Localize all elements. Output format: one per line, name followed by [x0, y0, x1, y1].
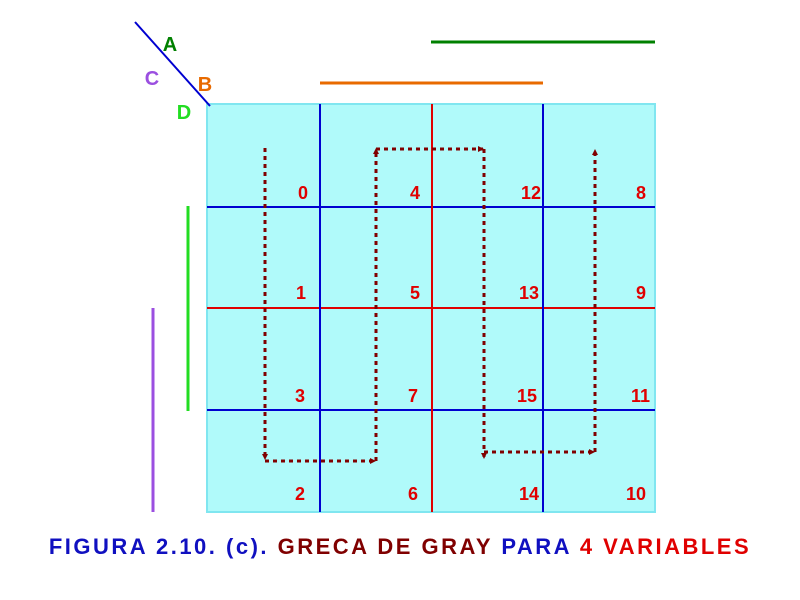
gray-path	[262, 146, 598, 464]
grid-lines	[207, 104, 655, 512]
var-a-label: A	[163, 34, 177, 56]
cell-number: 3	[295, 386, 305, 406]
var-c-label: C	[145, 68, 159, 90]
cell-number: 7	[408, 386, 418, 406]
cell-number: 15	[517, 386, 537, 406]
cell-number: 11	[631, 386, 650, 406]
cell-number: 14	[519, 484, 539, 504]
caption-variables: 4 VARIABLES	[579, 534, 752, 559]
cell-number: 1	[296, 283, 306, 303]
cell-number: 12	[521, 183, 541, 203]
cell-number: 2	[295, 484, 305, 504]
var-d-label: D	[177, 102, 191, 124]
caption-figure-label: FIGURA 2.10. (c).	[48, 534, 278, 559]
cell-number: 0	[298, 183, 308, 203]
cell-numbers: 0 4 12 8 1 5 13 9 3 7 15 11 2 6 14 10	[295, 183, 650, 504]
cell-number: 10	[626, 484, 646, 504]
cell-number: 9	[636, 283, 646, 303]
corner-diagonal	[134, 21, 211, 107]
caption-title: GRECA DE GRAY	[277, 534, 502, 559]
cell-number: 5	[410, 283, 420, 303]
figure-caption: FIGURA 2.10. (c). GRECA DE GRAY PARA 4 V…	[0, 534, 800, 560]
cell-number: 4	[410, 183, 420, 203]
cell-number: 8	[636, 183, 646, 203]
caption-connector: PARA	[501, 534, 580, 559]
cell-number: 13	[519, 283, 539, 303]
var-b-label: B	[198, 74, 212, 96]
cell-number: 6	[408, 484, 418, 504]
